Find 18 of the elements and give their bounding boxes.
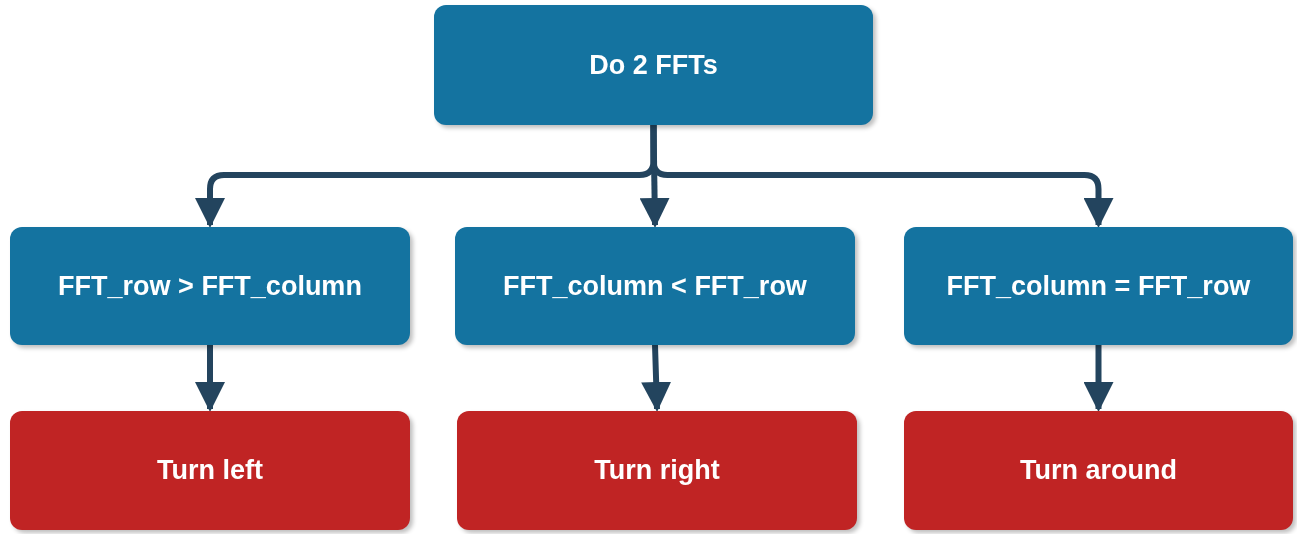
action-box — [457, 411, 857, 530]
arrow — [641, 344, 672, 412]
node-label: FFT_row > FFT_column — [57, 270, 363, 302]
process-box — [434, 5, 873, 125]
arrow — [1083, 345, 1114, 412]
action-box — [904, 411, 1293, 530]
action-box — [10, 411, 410, 530]
process-box — [904, 227, 1293, 345]
node-label: Turn around — [1019, 455, 1178, 486]
node-label: Turn left — [156, 455, 264, 486]
arrow — [650, 125, 1114, 228]
node-label: FFT_column < FFT_row — [502, 270, 808, 302]
node-label: Turn right — [593, 455, 721, 486]
process-box — [455, 227, 855, 345]
node-label: Do 2 FFTs — [588, 49, 719, 81]
arrow — [195, 345, 225, 412]
process-box — [10, 227, 410, 345]
node-label: FFT_column = FFT_row — [945, 270, 1252, 302]
